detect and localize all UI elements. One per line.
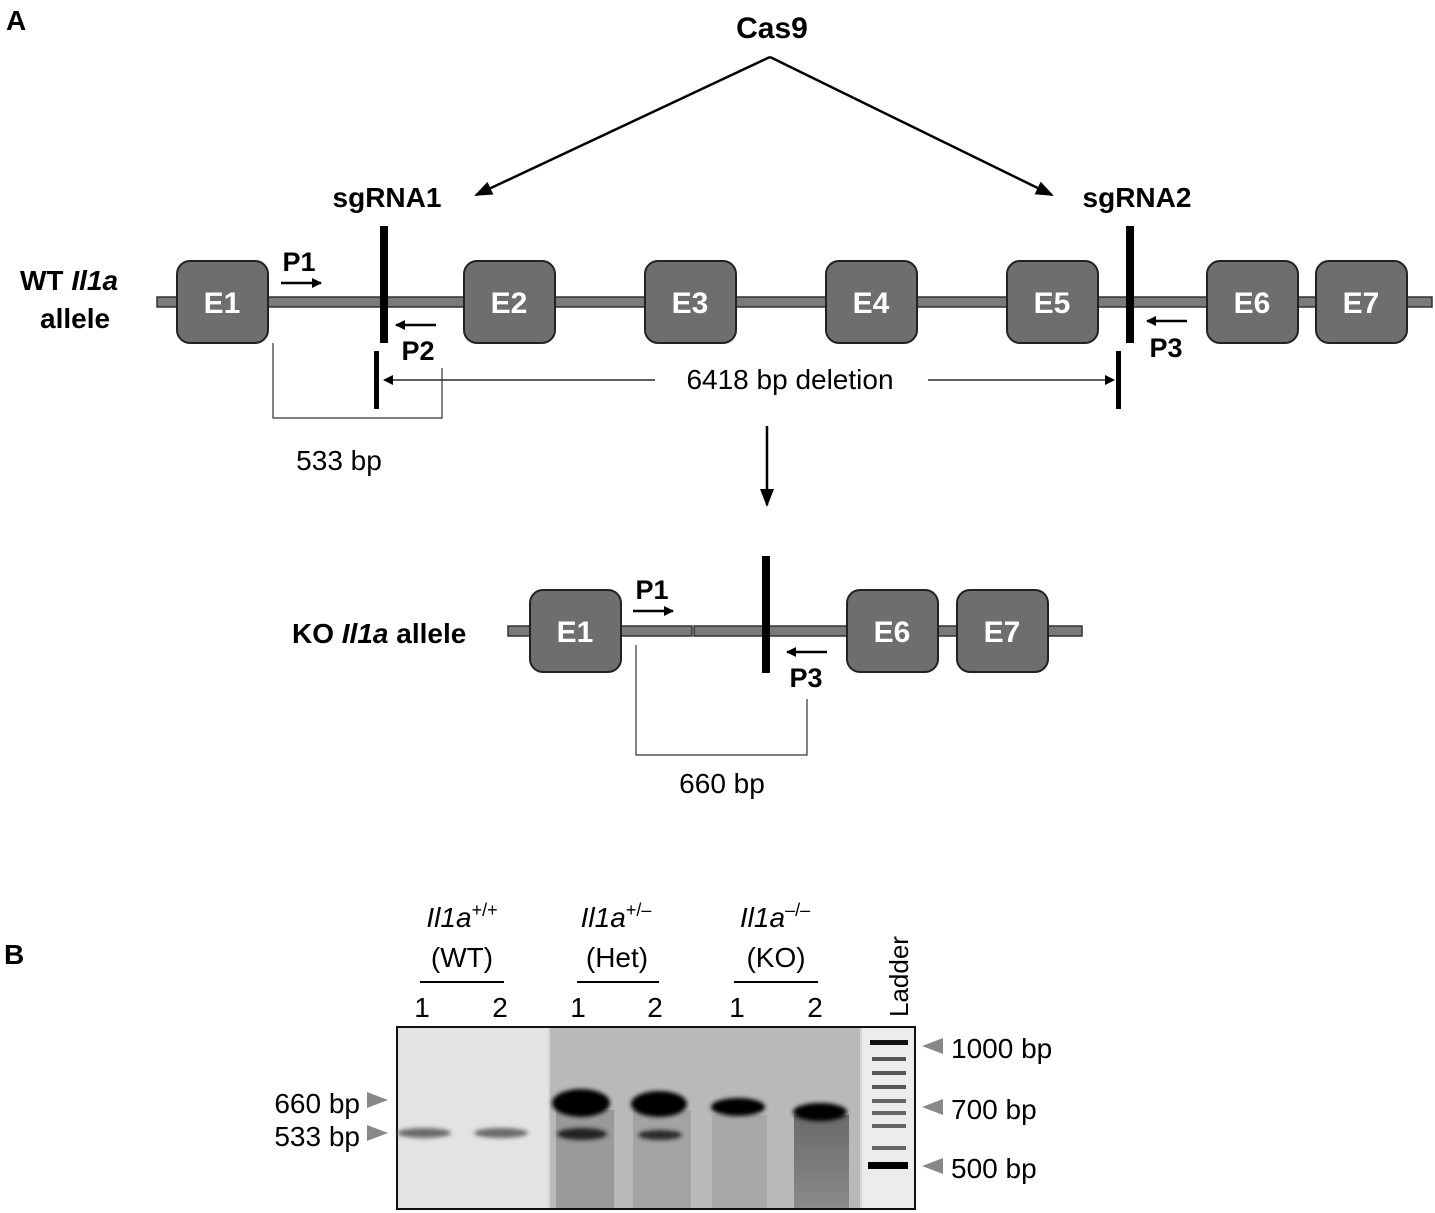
group-het-lane-1: 1 (570, 992, 586, 1023)
marker-1000-arrow (922, 1038, 943, 1054)
band-het1-660 (552, 1089, 610, 1117)
wt-exon-e2: E2 (463, 260, 556, 344)
panel-label-a: A (6, 5, 26, 36)
sgrna2-label: sgRNA2 (1083, 182, 1192, 213)
deletion-start-mark (374, 351, 379, 409)
svg-text:E1: E1 (204, 287, 241, 320)
ladder-band-1000 (870, 1040, 908, 1045)
svg-text:E3: E3 (672, 287, 709, 320)
deletion-end-mark (1116, 351, 1121, 409)
sgrna1-cut-site (380, 226, 388, 343)
gel-bands (397, 1089, 847, 1140)
wt-allele-label: WT Il1a (20, 265, 118, 296)
group-ko-lane-1: 1 (729, 992, 745, 1023)
ko-primer-p3-label: P3 (789, 663, 822, 693)
band-het2-533 (638, 1130, 682, 1140)
marker-660-label: 660 bp (274, 1088, 360, 1119)
cas9-label: Cas9 (736, 12, 808, 45)
svg-text:E5: E5 (1034, 287, 1071, 320)
cas9-arrow-left (474, 55, 771, 197)
primer-p1-label: P1 (282, 247, 315, 277)
marker-500-label: 500 bp (951, 1153, 1037, 1184)
ladder-band (872, 1099, 906, 1103)
group-ko-genotype: Il1a–/– (740, 900, 810, 933)
sgrna1-label: sgRNA1 (333, 182, 442, 213)
ko-product-bracket (635, 645, 808, 756)
marker-533-label: 533 bp (274, 1121, 360, 1152)
ko-exon-e7: E7 (956, 589, 1049, 673)
svg-text:E7: E7 (984, 616, 1021, 649)
primer-p2-label: P2 (401, 336, 434, 366)
ladder-band-500 (868, 1162, 908, 1169)
cas9-arrow-right (769, 55, 1054, 197)
wt-exon-e3: E3 (644, 260, 737, 344)
marker-500-arrow (922, 1158, 943, 1174)
group-het-genotype: Il1a+/– (581, 900, 652, 933)
marker-533-arrow (367, 1125, 388, 1141)
wt-exon-e6: E6 (1206, 260, 1299, 344)
wt-exon-e5: E5 (1006, 260, 1099, 344)
band-het1-533 (557, 1128, 607, 1140)
ko-primer-p1-label: P1 (635, 575, 668, 605)
ladder-band (872, 1057, 906, 1061)
wt-exon-e1: E1 (176, 260, 269, 344)
group-ko-subtitle: (KO) (746, 942, 805, 973)
wt-exon-e7: E7 (1315, 260, 1408, 344)
ladder-band (872, 1124, 906, 1128)
ladder-band-700 (872, 1111, 906, 1115)
svg-text:E6: E6 (1234, 287, 1271, 320)
sgrna2-cut-site (1126, 226, 1134, 343)
wt-exon-e4: E4 (825, 260, 918, 344)
ladder-band (872, 1071, 906, 1075)
wt-product-label: 533 bp (296, 445, 382, 476)
ladder-label: Ladder (884, 936, 914, 1017)
band-het2-660 (631, 1091, 687, 1117)
marker-660-arrow (367, 1092, 388, 1108)
group-het-subtitle: (Het) (586, 942, 648, 973)
ladder-bands (868, 1040, 908, 1169)
panel-label-b: B (4, 939, 24, 970)
group-wt-genotype: Il1a+/+ (426, 900, 497, 933)
ladder-band (872, 1146, 906, 1150)
band-wt1-533 (397, 1128, 451, 1138)
group-wt-subtitle: (WT) (431, 942, 493, 973)
ladder-band (872, 1085, 906, 1089)
svg-text:E1: E1 (557, 616, 594, 649)
band-ko1-660 (711, 1098, 765, 1116)
marker-700-label: 700 bp (951, 1094, 1037, 1125)
marker-1000-label: 1000 bp (951, 1033, 1052, 1064)
ko-exon-e6: E6 (846, 589, 939, 673)
band-ko2-660 (793, 1103, 847, 1121)
svg-text:E6: E6 (874, 616, 911, 649)
wt-allele-label-line2: allele (40, 303, 110, 334)
svg-text:E4: E4 (853, 287, 890, 320)
ko-junction-site (762, 556, 770, 673)
ko-allele-label: KO Il1a allele (292, 618, 466, 649)
svg-text:E7: E7 (1343, 287, 1380, 320)
band-wt2-533 (474, 1128, 528, 1138)
group-het-lane-2: 2 (647, 992, 663, 1023)
svg-text:E2: E2 (491, 287, 528, 320)
deletion-label: 6418 bp deletion (686, 364, 893, 395)
wt-allele-backbone (156, 296, 1433, 308)
group-wt-lane-2: 2 (492, 992, 508, 1023)
ko-product-label: 660 bp (679, 768, 765, 799)
primer-p3-label: P3 (1149, 333, 1182, 363)
wt-product-bracket (272, 343, 443, 419)
group-ko-lane-2: 2 (807, 992, 823, 1023)
group-wt-lane-1: 1 (414, 992, 430, 1023)
ko-exon-e1: E1 (529, 589, 622, 673)
marker-700-arrow (922, 1099, 943, 1115)
